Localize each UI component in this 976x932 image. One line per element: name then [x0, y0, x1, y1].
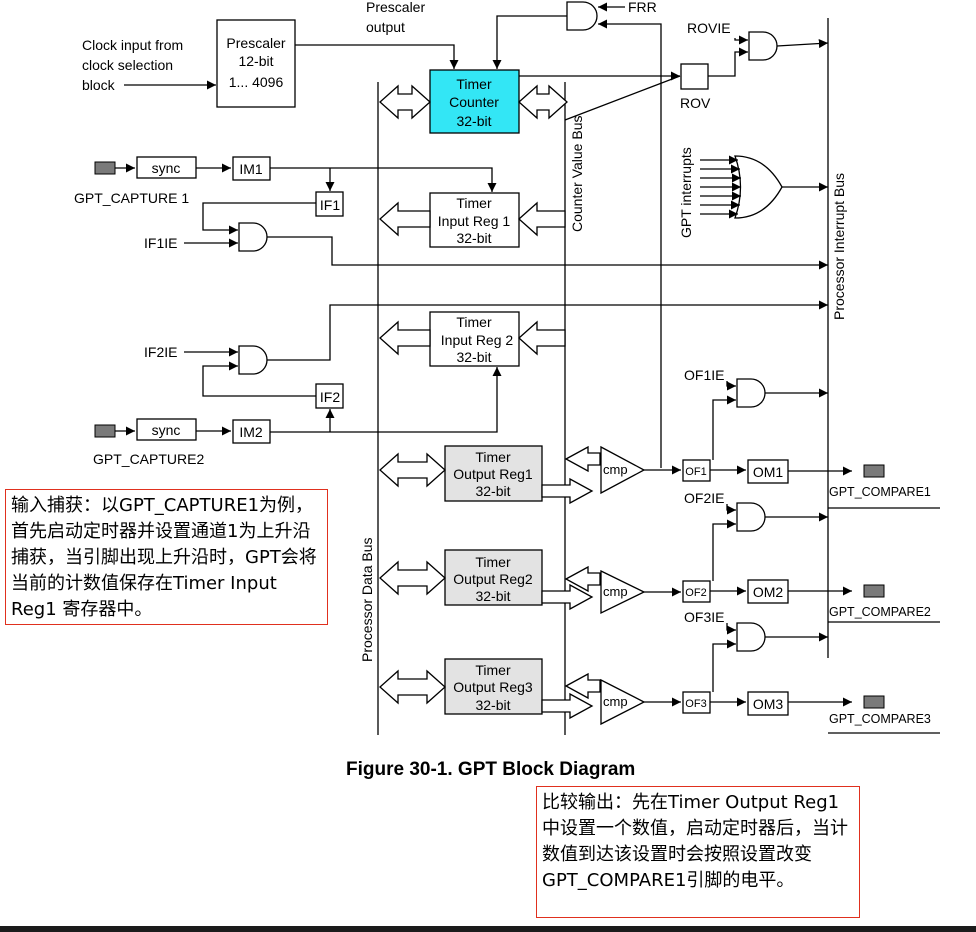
- prescaler-label-1: Prescaler: [226, 35, 285, 51]
- sync-label-1: sync: [152, 160, 181, 176]
- cmp-1: [600, 445, 646, 495]
- im1-label: IM1: [239, 161, 263, 177]
- gpt-compare2-label: GPT_COMPARE2: [829, 605, 931, 619]
- figure-caption: Figure 30-1. GPT Block Diagram: [346, 759, 636, 780]
- timer-counter-box: [429, 69, 520, 134]
- of3ie-and-gate: [736, 622, 766, 652]
- gpt-capture1-label: GPT_CAPTURE 1: [74, 190, 189, 206]
- timer-counter-label-2: Counter: [449, 94, 499, 110]
- frr-and-gate: [566, 1, 598, 31]
- gpt-interrupts-or-gate: [734, 155, 783, 219]
- om1-label: OM1: [753, 464, 784, 480]
- if2-box: [315, 383, 344, 409]
- of2ie-label: OF2IE: [684, 490, 724, 506]
- output-reg1-label-3: 32-bit: [475, 483, 510, 499]
- output-reg2-label-2: Output Reg2: [453, 571, 533, 587]
- gpt-capture2-pin: [94, 424, 116, 438]
- clock-input-label-3: block: [82, 77, 116, 93]
- gpt-interrupts-label: GPT interrupts: [678, 147, 694, 238]
- cmp-label-1: cmp: [603, 462, 628, 477]
- of1ie-label: OF1IE: [684, 367, 724, 383]
- gpt-compare1-pin: [863, 464, 885, 478]
- output-reg1-box: [444, 445, 543, 502]
- om3-box: [747, 691, 789, 716]
- of2-label: OF2: [685, 587, 706, 599]
- prescaler-label-2: 12-bit: [238, 53, 273, 69]
- gpt-compare3-label: GPT_COMPARE3: [829, 712, 931, 726]
- of1-label: OF1: [685, 466, 706, 478]
- if2ie-and-gate: [238, 345, 268, 375]
- sync-box-2: [136, 418, 197, 441]
- sync-label-2: sync: [152, 422, 181, 438]
- rov-box: [680, 63, 709, 90]
- output-reg2-label-1: Timer: [475, 554, 511, 570]
- cmp-2: [600, 569, 646, 615]
- if1-label: IF1: [320, 197, 340, 213]
- of3ie-label: OF3IE: [684, 609, 724, 625]
- gpt-compare2-pin: [863, 584, 885, 598]
- gpt-capture2-label: GPT_CAPTURE2: [93, 451, 204, 467]
- if2-label: IF2: [320, 389, 340, 405]
- timer-counter-label-3: 32-bit: [456, 113, 491, 129]
- input-reg2-label-3: 32-bit: [456, 349, 491, 365]
- gpt-capture1-pin: [94, 161, 116, 175]
- input-reg1-label-3: 32-bit: [456, 230, 491, 246]
- processor-interrupt-bus-label: Processor Interrupt Bus: [831, 173, 847, 320]
- timer-counter-label-1: Timer: [456, 76, 492, 92]
- output-reg1-label-2: Output Reg1: [453, 466, 533, 482]
- rovie-label: ROVIE: [687, 20, 731, 36]
- if1-box: [315, 191, 344, 217]
- cmp-label-2: cmp: [603, 584, 628, 599]
- frr-label: FRR: [628, 0, 657, 15]
- input-reg2-box: [429, 311, 520, 367]
- output-reg3-label-1: Timer: [475, 662, 511, 678]
- of2ie-and-gate: [736, 502, 766, 532]
- prescaler-output-label-2: output: [366, 19, 405, 35]
- clock-input-label-2: clock selection: [82, 57, 173, 73]
- prescaler-output-label-1: Prescaler: [366, 0, 425, 15]
- prescaler-box: [216, 19, 296, 108]
- cmp-3: [600, 678, 646, 726]
- prescaler-label-3: 1... 4096: [229, 74, 284, 90]
- output-reg1-label-1: Timer: [475, 449, 511, 465]
- im2-label: IM2: [239, 424, 263, 440]
- if1ie-and-gate: [238, 222, 268, 252]
- om2-label: OM2: [753, 584, 784, 600]
- cmp-label-3: cmp: [603, 694, 628, 709]
- of3-label: OF3: [685, 698, 706, 710]
- if1ie-label: IF1IE: [144, 235, 177, 251]
- output-compare-note: 比较输出：先在Timer Output Reg1中设置一个数值，启动定时器后，当…: [536, 786, 860, 918]
- input-reg1-label-2: Input Reg 1: [438, 213, 511, 229]
- clock-input-label-1: Clock input from: [82, 37, 183, 53]
- if2ie-label: IF2IE: [144, 344, 177, 360]
- output-reg3-label-2: Output Reg3: [453, 679, 533, 695]
- processor-data-bus-label: Processor Data Bus: [359, 538, 375, 663]
- output-reg3-box: [444, 658, 543, 715]
- output-reg2-box: [444, 549, 543, 606]
- input-reg2-label-2: Input Reg 2: [441, 332, 514, 348]
- gpt-compare3-pin: [863, 695, 885, 709]
- rovie-and-gate: [748, 31, 778, 61]
- om3-label: OM3: [753, 696, 784, 712]
- input-reg2-label-1: Timer: [456, 314, 492, 330]
- gpt-compare1-label: GPT_COMPARE1: [829, 485, 931, 499]
- output-reg3-label-3: 32-bit: [475, 697, 510, 713]
- rov-label: ROV: [680, 95, 711, 111]
- bottom-border: [0, 926, 976, 932]
- input-reg1-label-1: Timer: [456, 195, 492, 211]
- output-reg2-label-3: 32-bit: [475, 588, 510, 604]
- of1ie-and-gate: [736, 378, 766, 408]
- input-capture-note: 输入捕获：以GPT_CAPTURE1为例，首先启动定时器并设置通道1为上升沿捕获…: [5, 489, 328, 625]
- counter-value-bus-label: Counter Value Bus: [569, 116, 585, 232]
